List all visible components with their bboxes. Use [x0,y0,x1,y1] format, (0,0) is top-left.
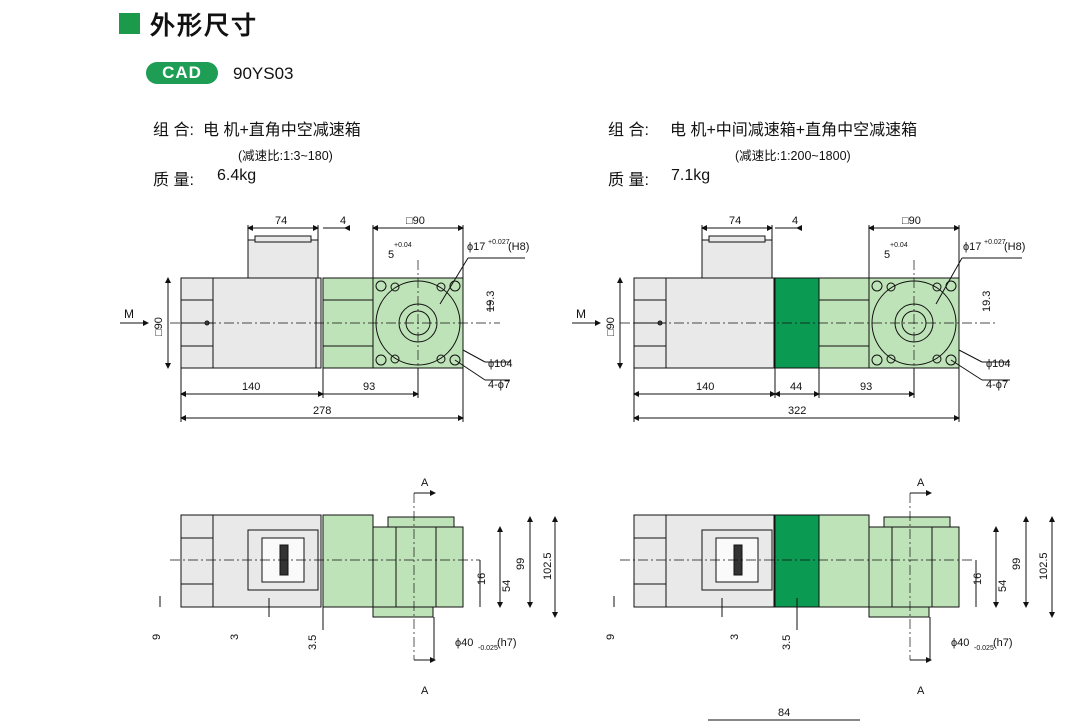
dim-99: 99 [515,558,527,570]
dim-sq90-vert: □90 [605,317,617,336]
right-front-dims: 74 4 □90 5 +0.04 ϕ17 +0.027 (H8) 19.3 M … [576,215,1025,417]
left-mass-value: 6.4kg [217,167,257,184]
dim-5: 5 [388,249,394,261]
section-A-top: A [421,477,429,489]
left-side-view [159,490,558,663]
right-side-view [613,490,1055,721]
dim-phi17-tol: +0.027 [488,239,510,246]
left-front-view [120,225,525,422]
dim-54: 54 [501,580,513,592]
dim-phi40: ϕ40 [951,637,969,649]
terminal-box [247,239,319,279]
right-combo-value: 电 机+中间减速箱+直角中空减速箱 [670,122,918,139]
dim-102-5: 102.5 [542,552,554,580]
section-marker [119,13,140,34]
dim-4: 4 [792,215,798,227]
right-side-dims: A A 99 102.5 16 54 9 3 3.5 ϕ40 -0.025 (h… [605,477,1050,719]
dim-h8: (H8) [1004,241,1025,253]
model-number: 90YS03 [233,64,294,83]
section-A-bottom: A [917,685,925,697]
dim-4: 4 [340,215,346,227]
dim-19-3: 19.3 [485,291,497,312]
left-combo-label: 组 合: [153,122,194,139]
right-mass-label: 质 量: [608,172,649,189]
right-ratio: (减速比:1:200~1800) [735,149,851,163]
gearbox-body [322,514,374,608]
dim-9: 9 [605,634,617,640]
dim-phi40-tol: -0.025 [478,645,498,652]
dim-19-3: 19.3 [981,291,993,312]
dim-278: 278 [313,405,331,417]
dim-3-5: 3.5 [781,635,793,650]
left-mass-label: 质 量: [153,172,194,189]
dim-16: 16 [972,573,984,585]
gearbox-body [818,514,870,608]
dim-102-5: 102.5 [1038,552,1050,580]
dim-h7: (h7) [497,637,517,649]
right-combo-label: 组 合: [608,122,649,139]
dim-5: 5 [884,249,890,261]
section-A-bottom: A [421,685,429,697]
dim-4-phi7: 4-ϕ7 [986,379,1008,391]
left-side-dims: A A 99 102.5 16 54 9 3 3.5 ϕ40 -0.025 (h… [151,477,554,697]
dim-322: 322 [788,405,806,417]
motor-end-cap [633,514,667,608]
dim-phi17: ϕ17 [963,241,981,253]
dim-h7: (h7) [993,637,1013,649]
dim-9: 9 [151,634,163,640]
dim-74: 74 [729,215,741,227]
dim-sq90: □90 [902,215,921,227]
dim-M: M [124,307,134,321]
dim-phi17-tol: +0.027 [984,239,1006,246]
dim-93: 93 [860,381,872,393]
dim-44: 44 [790,381,802,393]
dim-84: 84 [778,707,790,719]
dim-phi17: ϕ17 [467,241,485,253]
cad-badge[interactable]: CAD [146,62,218,84]
left-front-dims: 74 4 □90 5 +0.04 ϕ17 +0.027 (H8) 19.3 M … [124,215,529,417]
terminal-box [701,239,773,279]
dim-99: 99 [1011,558,1023,570]
dim-4-phi7: 4-ϕ7 [488,379,510,391]
dim-93: 93 [363,381,375,393]
dim-140: 140 [242,381,260,393]
dim-5-tol: +0.04 [890,242,908,249]
dim-phi104: ϕ104 [488,358,513,370]
dim-3: 3 [229,634,241,640]
motor-end-cap [180,514,214,608]
dim-5-tol: +0.04 [394,242,412,249]
dim-54: 54 [997,580,1009,592]
dim-140: 140 [696,381,714,393]
dim-M: M [576,307,586,321]
dim-sq90: □90 [406,215,425,227]
dim-3-5: 3.5 [307,635,319,650]
dim-phi104: ϕ104 [986,358,1011,370]
page-title: 外形尺寸 [150,12,259,40]
right-front-view [572,225,1022,422]
dim-16: 16 [476,573,488,585]
middle-gearbox [774,514,820,608]
dim-sq90-vert: □90 [153,317,165,336]
dim-phi40: ϕ40 [455,637,473,649]
dim-h8: (H8) [508,241,529,253]
left-combo-value: 电 机+直角中空减速箱 [203,122,361,139]
section-A-top: A [917,477,925,489]
dim-3: 3 [729,634,741,640]
right-mass-value: 7.1kg [671,167,711,184]
dim-phi40-tol: -0.025 [974,645,994,652]
gearbox-body [322,277,374,369]
left-ratio: (减速比:1:3~180) [238,149,333,163]
dim-74: 74 [275,215,287,227]
